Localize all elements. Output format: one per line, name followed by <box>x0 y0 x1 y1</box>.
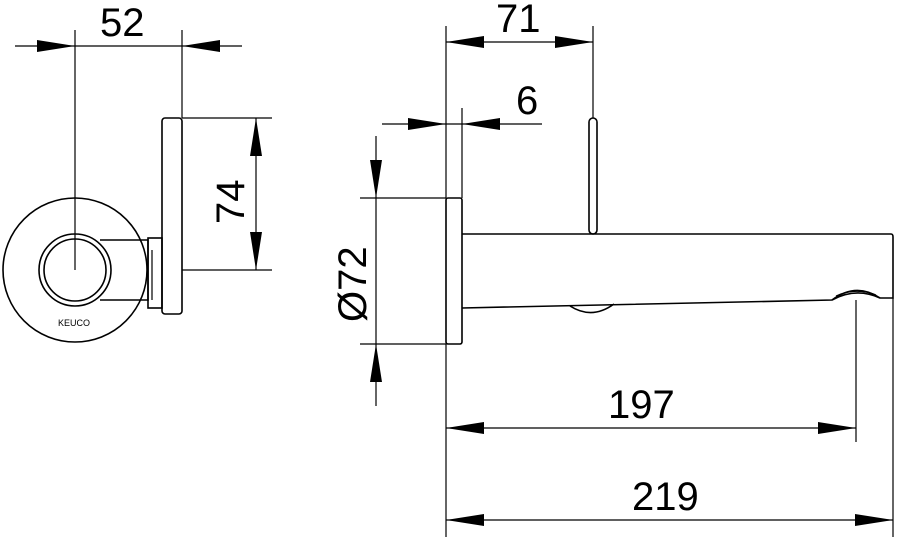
aerator-outlet <box>831 292 881 301</box>
brand-logo: KEUCO <box>58 318 90 328</box>
spout-bottom-bump <box>569 303 615 314</box>
dimension-label-6: 6 <box>516 79 538 123</box>
aerator-outlet-inner <box>835 290 877 297</box>
dimension-219: 219 <box>446 298 894 537</box>
dimension-label-52: 52 <box>100 1 145 45</box>
dimension-71: 71 <box>445 0 594 198</box>
rosette-plate <box>445 197 463 345</box>
dimension-label-74: 74 <box>209 180 253 225</box>
dimension-label-219: 219 <box>632 475 699 519</box>
dimension-label-197: 197 <box>608 383 675 427</box>
mounting-plate <box>161 117 183 315</box>
dimension-74: 74 <box>182 117 272 271</box>
dimension-label-diameter-72: Ø72 <box>331 246 375 322</box>
spout-body <box>461 233 894 309</box>
dimension-diameter-72: Ø72 <box>331 136 446 406</box>
front-view: KEUCO <box>2 117 183 343</box>
handle-lever <box>588 117 598 235</box>
dimension-label-71: 71 <box>496 0 541 41</box>
lever-body <box>100 239 149 301</box>
side-view <box>445 117 894 345</box>
lever-block <box>147 237 163 309</box>
dimension-52: 52 <box>15 1 242 270</box>
dimension-197: 197 <box>445 300 857 537</box>
dimension-6: 6 <box>382 79 542 198</box>
